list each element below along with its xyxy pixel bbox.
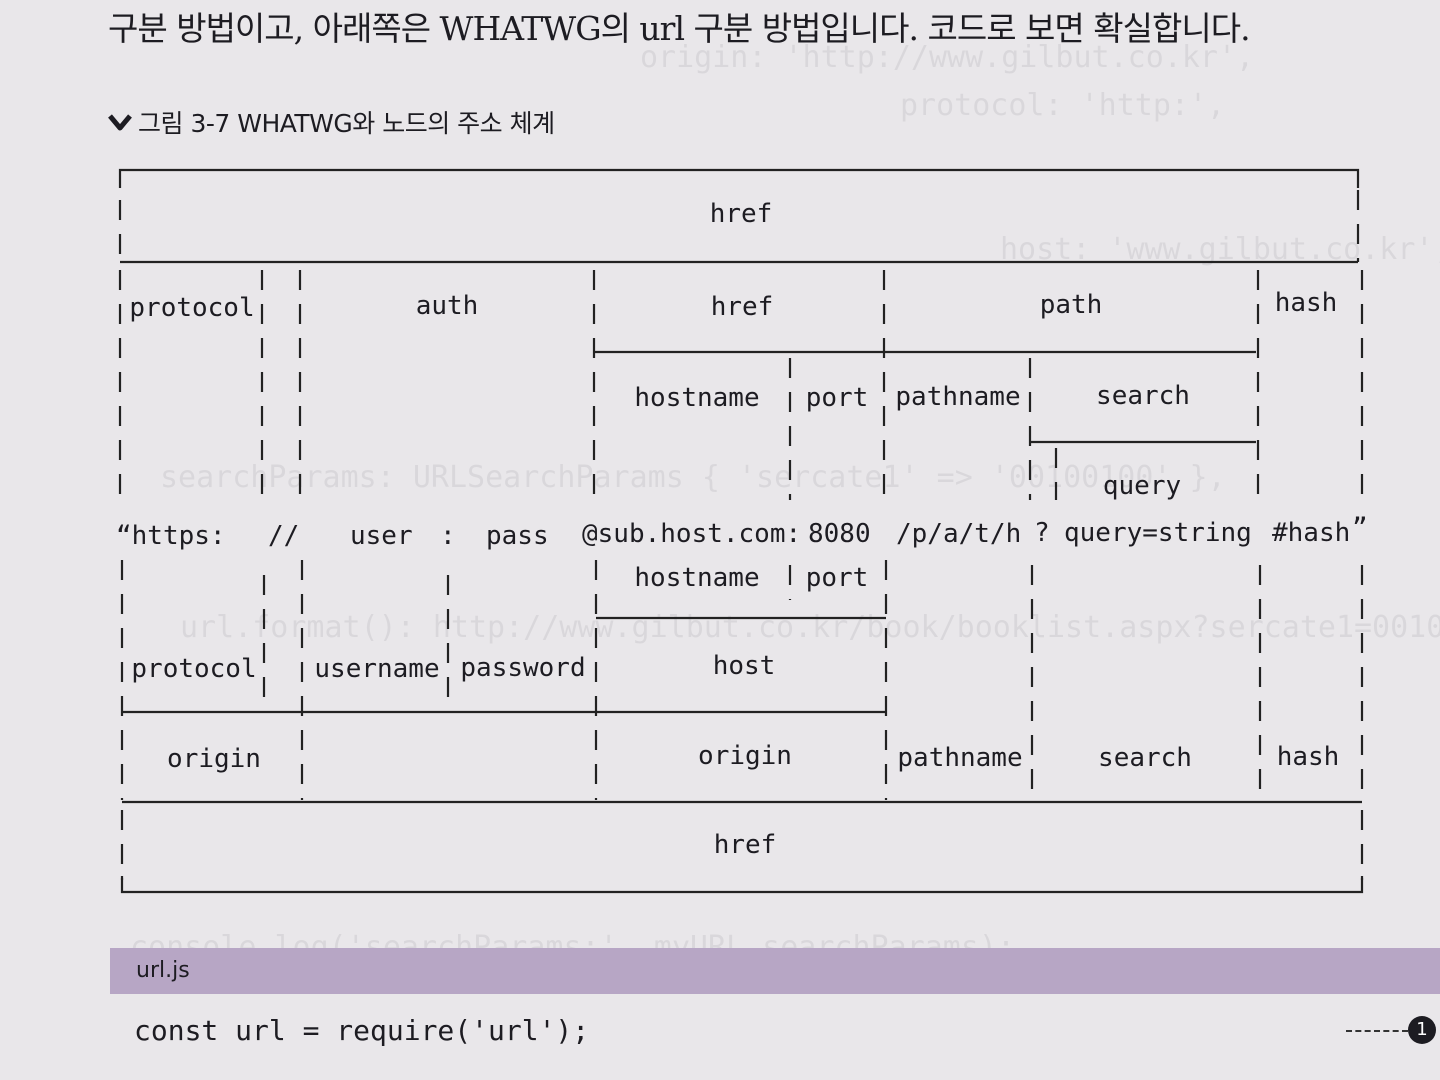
code-line-1: const url = require('url'); bbox=[134, 1014, 590, 1047]
label-hash: hash bbox=[1274, 288, 1338, 318]
whatwg-label-username: username bbox=[314, 654, 440, 684]
code-listing-header: url.js bbox=[110, 948, 1440, 994]
url-port: 8080 bbox=[808, 519, 871, 549]
url-pass: pass bbox=[486, 521, 549, 551]
url-open-protocol: “https: bbox=[116, 521, 226, 551]
whatwg-label-port: port bbox=[805, 563, 869, 593]
url-slashes: // bbox=[268, 521, 300, 551]
figure-caption: 그림 3-7 WHATWG와 노드의 주소 체계 bbox=[108, 104, 555, 140]
whatwg-label-password: password bbox=[460, 653, 586, 683]
callout-number-badge: 1 bbox=[1408, 1016, 1436, 1044]
whatwg-label-origin-mid: origin bbox=[698, 741, 792, 771]
chevron-down-icon bbox=[108, 114, 132, 131]
label-pathname: pathname bbox=[895, 382, 1021, 412]
url-question-mark: ? bbox=[1034, 518, 1050, 548]
whatwg-label-hash: hash bbox=[1276, 742, 1340, 772]
url-path: /p/a/t/h bbox=[896, 519, 1022, 549]
url-hash: #hash bbox=[1272, 518, 1351, 548]
intro-paragraph: 구분 방법이고, 아래쪽은 WHATWG의 url 구분 방법입니다. 코드로 … bbox=[108, 9, 1251, 48]
url-host: @sub.host.com: bbox=[582, 519, 802, 549]
label-protocol: protocol bbox=[129, 293, 255, 323]
whatwg-label-protocol: protocol bbox=[131, 654, 257, 684]
whatwg-label-search: search bbox=[1098, 743, 1192, 773]
callout-leader-line bbox=[1346, 1030, 1408, 1032]
whatwg-label-host: host bbox=[712, 651, 776, 681]
label-href-top: href bbox=[709, 199, 773, 229]
node-href-box bbox=[118, 168, 1360, 188]
url-colon: : bbox=[440, 521, 456, 551]
label-host: href bbox=[710, 292, 774, 322]
code-filename: url.js bbox=[136, 958, 190, 983]
label-path: path bbox=[1039, 290, 1103, 320]
label-auth: auth bbox=[415, 291, 479, 321]
label-search: search bbox=[1096, 381, 1190, 411]
whatwg-label-hostname: hostname bbox=[634, 563, 760, 593]
label-port: port bbox=[805, 383, 869, 413]
whatwg-label-href-bottom: href bbox=[713, 830, 777, 860]
whatwg-label-origin-left: origin bbox=[167, 744, 261, 774]
url-user: user bbox=[350, 521, 413, 551]
label-query: query bbox=[1102, 471, 1182, 501]
whatwg-label-pathname: pathname bbox=[897, 743, 1023, 773]
url-query: query=string bbox=[1064, 518, 1252, 548]
url-close-quote: ” bbox=[1352, 513, 1368, 543]
label-hostname: hostname bbox=[634, 383, 760, 413]
figure-caption-text: 그림 3-7 WHATWG와 노드의 주소 체계 bbox=[138, 109, 555, 138]
